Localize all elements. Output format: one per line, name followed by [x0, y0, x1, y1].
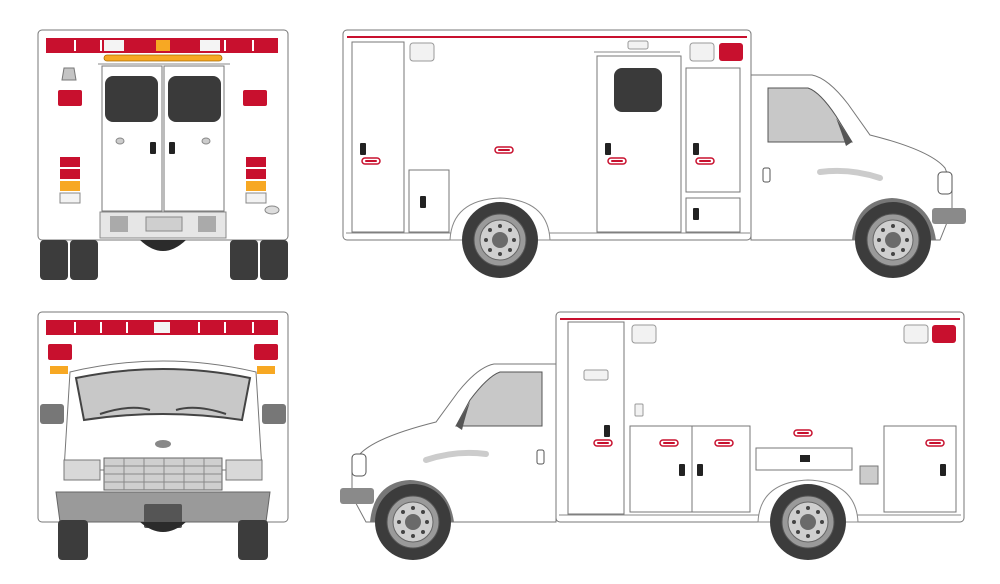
- rear-taillight-right: [245, 157, 267, 204]
- rear-amber-strip: [103, 54, 223, 62]
- rear-lamp-right: [243, 90, 267, 106]
- wheel: [374, 483, 452, 561]
- wheel: [461, 201, 539, 279]
- front-headlight-right: [225, 459, 263, 481]
- front-tire: [238, 520, 268, 560]
- front-headlight-left: [63, 459, 101, 481]
- side-cab-window: [455, 371, 543, 427]
- rear-taillight-left: [59, 157, 81, 204]
- front-tire: [58, 520, 88, 560]
- side-compartment-door: [685, 67, 741, 193]
- wheel: [854, 201, 932, 279]
- left-side-view: [342, 29, 966, 279]
- side-compartment-door: [567, 321, 625, 515]
- right-side-view: [340, 311, 965, 561]
- rear-tire: [70, 240, 98, 280]
- front-view: [37, 311, 289, 560]
- rear-body: [37, 29, 289, 241]
- rear-window-right: [168, 76, 221, 122]
- rear-view: [37, 29, 289, 280]
- rear-tire: [230, 240, 258, 280]
- rear-lightbar-segments: [74, 40, 254, 51]
- side-compartment-door: [351, 41, 405, 233]
- side-bumper-front: [932, 208, 966, 224]
- rear-lamp-left: [58, 90, 82, 106]
- rear-tire: [260, 240, 288, 280]
- side-bumper-front: [340, 488, 374, 504]
- rear-window-left: [105, 76, 158, 122]
- side-compartment-door: [408, 169, 450, 233]
- front-windshield: [74, 368, 252, 422]
- side-cab-window: [767, 87, 853, 143]
- wheel: [769, 483, 847, 561]
- side-entry-window: [614, 68, 662, 112]
- rear-tire: [40, 240, 68, 280]
